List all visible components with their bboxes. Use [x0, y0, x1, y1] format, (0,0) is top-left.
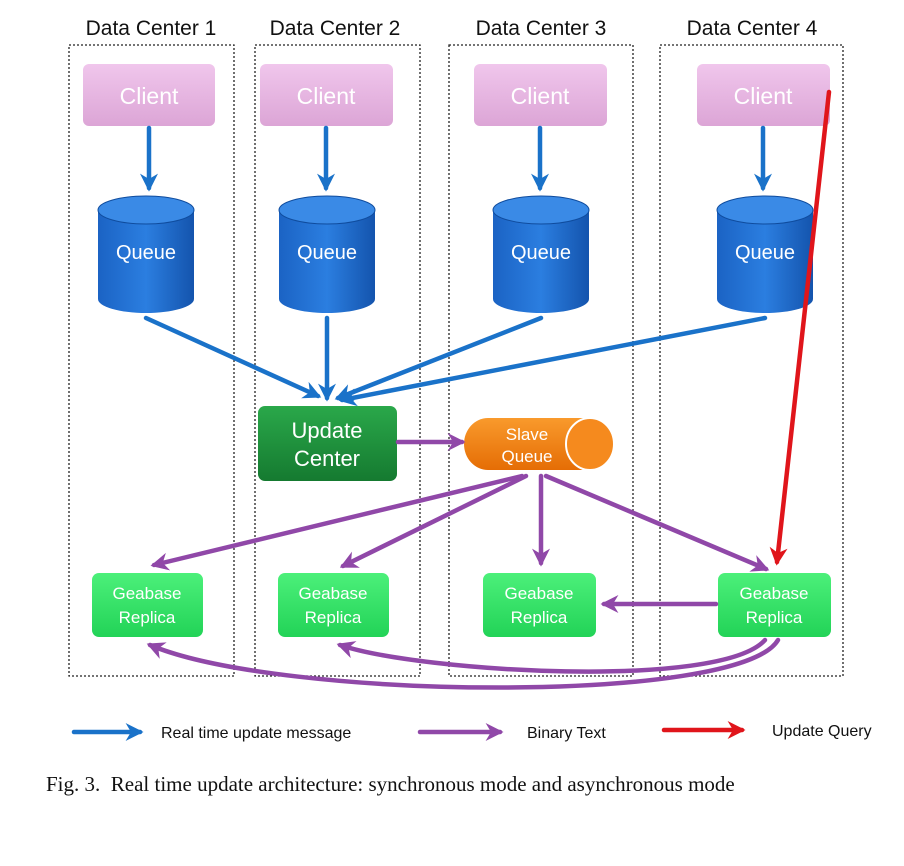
client-box-1	[83, 64, 215, 126]
clients: Client Client Client Client	[83, 64, 830, 126]
caption-label: Fig. 3.	[46, 772, 101, 796]
legend-binary-label: Binary Text	[527, 725, 606, 742]
legend-query-label: Update Query	[772, 723, 872, 740]
client-label-2: Client	[297, 83, 356, 109]
arrow-replica4-replica2	[336, 637, 768, 674]
queue-cylinder-2	[278, 195, 376, 313]
arrow-client4-replica4-query	[769, 89, 832, 566]
client-label-3: Client	[511, 83, 570, 109]
replica-label-1b: Replica	[119, 608, 176, 627]
data-center-2-frame	[254, 44, 421, 677]
arrow-queue1-updatecenter	[143, 315, 322, 399]
client-label-4: Client	[734, 83, 793, 109]
replica-box-2	[278, 573, 389, 637]
client-box-3	[474, 64, 607, 126]
update-center-label-line2: Center	[294, 446, 360, 471]
replica-label-3b: Replica	[511, 608, 568, 627]
queue-cylinder-4	[716, 195, 814, 313]
arrow-queue4-updatecenter	[338, 315, 768, 407]
queue-label-3: Queue	[511, 242, 571, 264]
replica-label-4a: Geabase	[740, 584, 809, 603]
queue-cylinder-1	[97, 195, 195, 313]
replica-box-4	[718, 573, 831, 637]
slave-queue-label-line1: Slave	[506, 425, 549, 444]
legend-realtime-label: Real time update message	[161, 725, 351, 742]
data-center-4-title: Data Center 4	[687, 17, 818, 40]
replica-box-3	[483, 573, 596, 637]
figure-caption: Fig. 3. Real time update architecture: s…	[46, 769, 886, 799]
binary-arrows	[146, 433, 781, 690]
caption-text: Real time update architecture: synchrono…	[110, 772, 735, 796]
arrow-replica4-replica1	[146, 637, 781, 690]
replica-label-2a: Geabase	[299, 584, 368, 603]
arrow-queue3-updatecenter	[334, 315, 544, 402]
data-center-1-frame	[68, 44, 235, 677]
queue-cylinder-3	[492, 195, 590, 313]
data-center-3-frame	[448, 44, 634, 677]
arrow-slavequeue-replica1	[150, 473, 525, 571]
slave-queue-label-line2: Queue	[501, 447, 552, 466]
queue-label-1: Queue	[116, 242, 176, 264]
queue-label-4: Queue	[735, 242, 795, 264]
queue-label-2: Queue	[297, 242, 357, 264]
replica-label-2b: Replica	[305, 608, 362, 627]
data-center-4-frame	[659, 44, 844, 677]
replica-label-1a: Geabase	[113, 584, 182, 603]
data-center-3-title: Data Center 3	[476, 17, 607, 40]
data-center-frames	[68, 44, 844, 677]
client-box-4	[697, 64, 830, 126]
data-center-2-title: Data Center 2	[270, 17, 401, 40]
realtime-arrows	[140, 125, 772, 407]
client-label-1: Client	[120, 83, 179, 109]
replicas: Geabase Replica Geabase Replica Geabase …	[92, 573, 831, 637]
data-center-1-title: Data Center 1	[86, 17, 217, 40]
update-center-label-line1: Update	[292, 418, 363, 443]
arrow-slavequeue-replica4	[543, 473, 770, 572]
slave-queue-cylinder	[464, 417, 615, 471]
client-box-2	[260, 64, 393, 126]
queues: Queue Queue Queue Queue	[97, 195, 814, 313]
legend: Real time update message Binary Text Upd…	[71, 721, 872, 742]
replica-box-1	[92, 573, 203, 637]
update-center-box	[258, 406, 397, 481]
replica-label-3a: Geabase	[505, 584, 574, 603]
arrow-slavequeue-replica2	[339, 473, 529, 569]
replica-label-4b: Replica	[746, 608, 803, 627]
